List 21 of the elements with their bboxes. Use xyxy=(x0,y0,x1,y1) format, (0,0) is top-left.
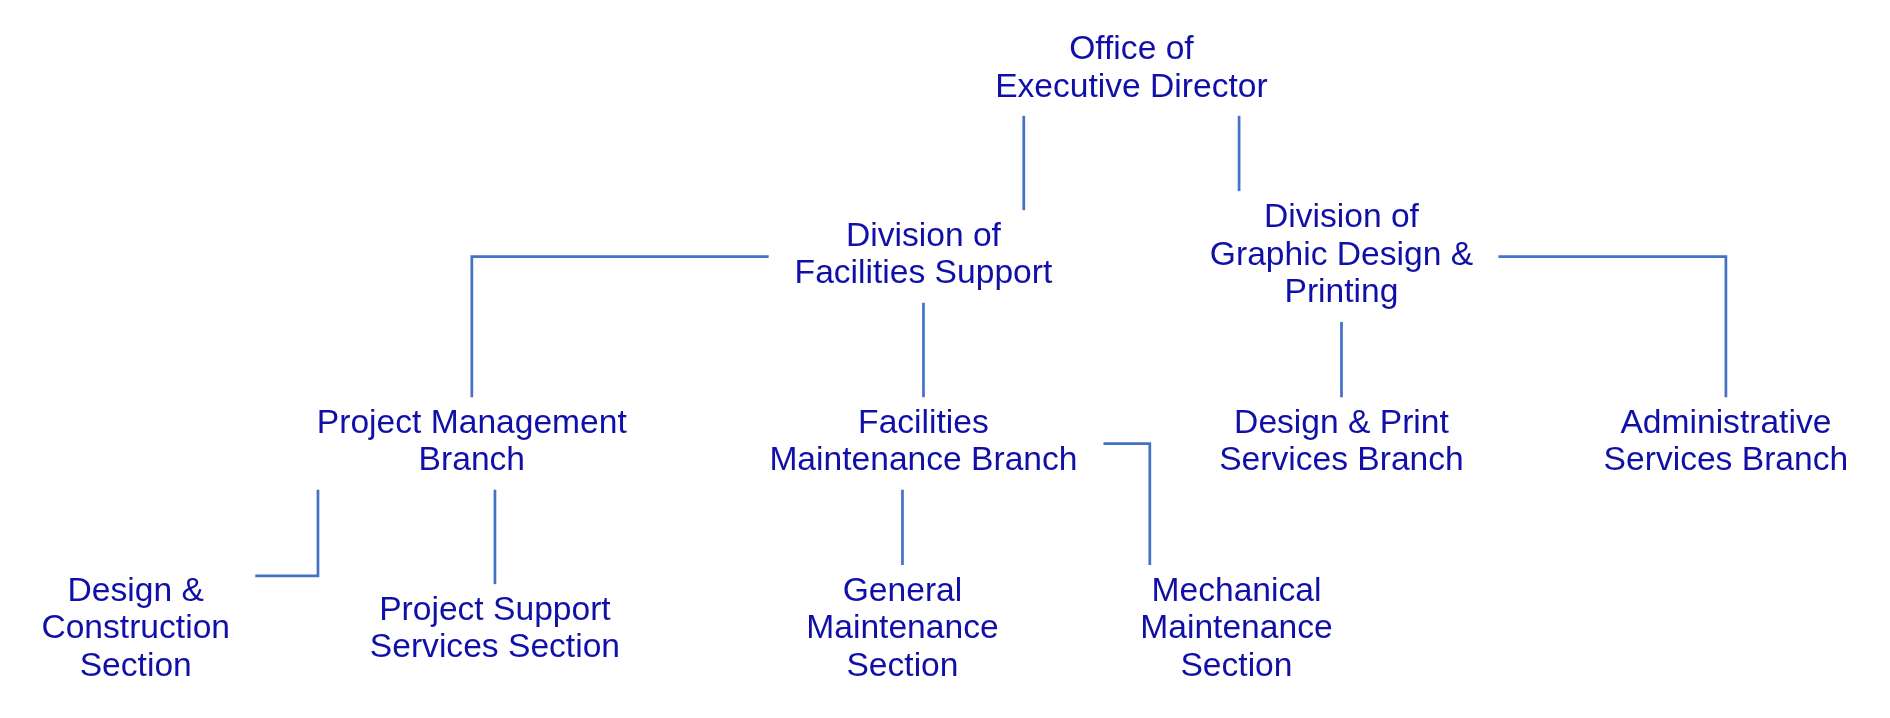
node-text: Division of Graphic Design & Printing xyxy=(1209,196,1474,309)
node-text: Project Support Services Section xyxy=(369,589,621,664)
connector xyxy=(1237,115,1241,191)
node-text: Facilities Maintenance Branch xyxy=(769,402,1078,477)
node-text: Administrative Services Branch xyxy=(1603,402,1849,477)
connector xyxy=(1022,115,1026,210)
connector xyxy=(1340,321,1343,397)
node-text: Office of Executive Director xyxy=(995,28,1268,103)
node-text: Design & Print Services Branch xyxy=(1219,402,1464,477)
connector xyxy=(1498,254,1728,397)
connector xyxy=(470,254,769,397)
node-text: Division of Facilities Support xyxy=(794,215,1053,290)
connector xyxy=(255,489,320,577)
node-text: Design & Construction Section xyxy=(41,570,231,683)
node-text: Project Management Branch xyxy=(316,402,627,477)
node-text: Mechanical Maintenance Section xyxy=(1140,570,1333,683)
node-text: General Maintenance Section xyxy=(806,570,999,683)
connector xyxy=(901,489,904,565)
connector xyxy=(493,489,497,584)
connector xyxy=(1103,441,1152,565)
connector xyxy=(922,302,925,397)
